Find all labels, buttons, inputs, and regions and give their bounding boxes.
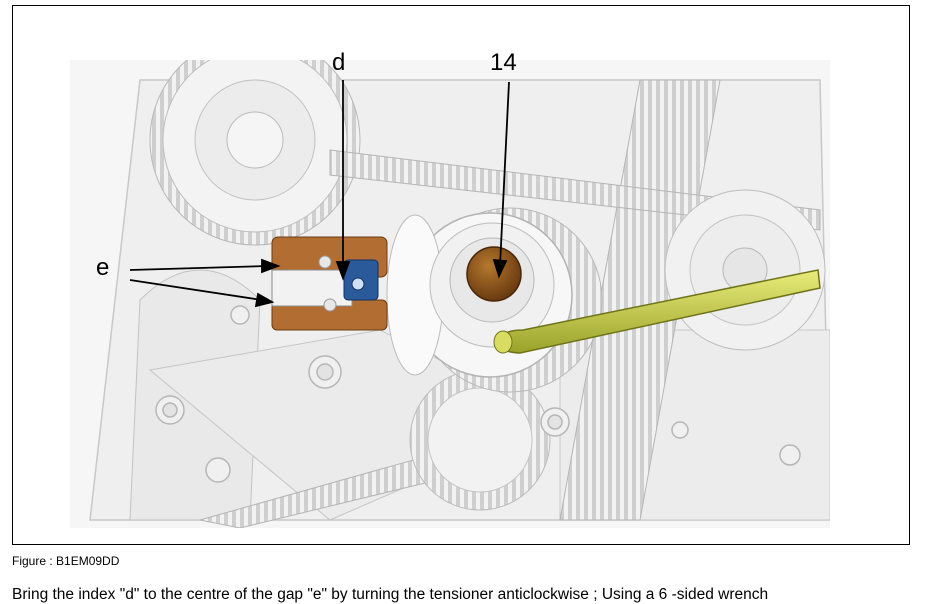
engine-background: [70, 60, 830, 528]
hex-wrench: [493, 269, 821, 354]
callout-e: e: [96, 254, 109, 281]
crank-sprocket: [409, 369, 551, 511]
tensioner-bracket: [271, 236, 388, 331]
camshaft-sprocket: [149, 60, 361, 246]
callout-14: 14: [490, 49, 517, 76]
idler-pulley: [664, 189, 826, 351]
tensioner-bolt: [466, 246, 522, 302]
callout-leaders: [129, 80, 510, 308]
instruction-text: Bring the index "d" to the centre of the…: [12, 586, 769, 603]
figure-caption: Figure : B1EM09DD: [12, 554, 120, 568]
callout-d: d: [332, 49, 345, 76]
block-bolts: [155, 305, 801, 483]
